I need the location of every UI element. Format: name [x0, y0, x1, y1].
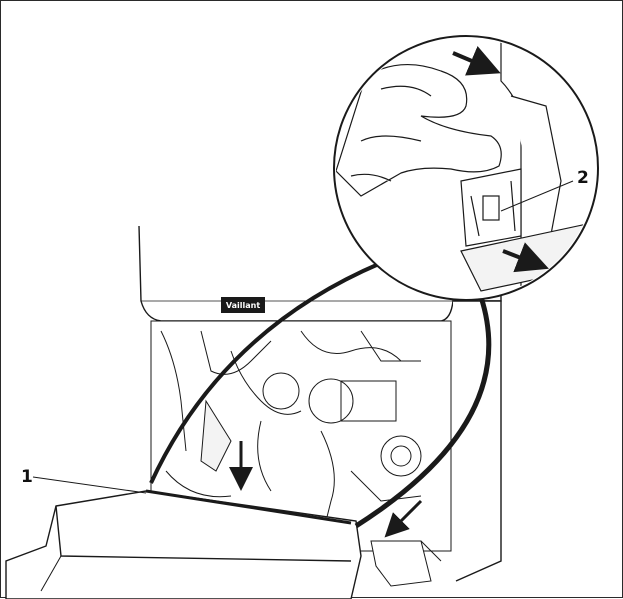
pull-arrow-top	[452, 46, 501, 76]
callout-label-2: 2	[577, 168, 589, 188]
clip-mechanism	[370, 540, 442, 587]
detail-magnifier	[333, 35, 599, 301]
clip-arrow	[384, 499, 423, 538]
callout-label-1: 1	[21, 467, 33, 487]
brand-text: Vaillant	[226, 301, 260, 310]
front-cover	[5, 489, 362, 599]
brand-plate: Vaillant	[221, 297, 265, 313]
callout-leaders	[32, 180, 574, 494]
pull-arrow-bottom	[502, 242, 549, 273]
magnifier-connectors	[149, 261, 492, 529]
